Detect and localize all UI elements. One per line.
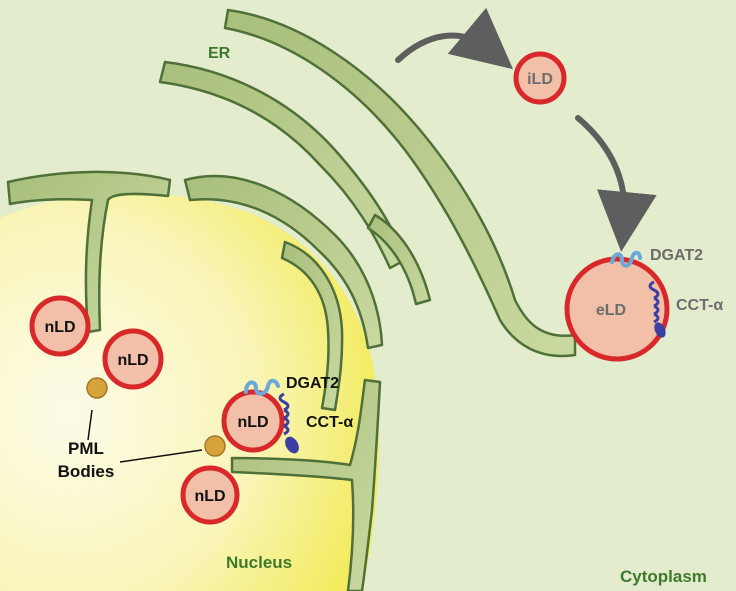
nld-label: nLD bbox=[194, 488, 225, 505]
nld-droplet-4: nLD bbox=[180, 465, 240, 525]
pml-body-icon bbox=[86, 377, 108, 399]
dgat2-protein-icon bbox=[610, 250, 642, 268]
pml-label-line1: PML bbox=[68, 439, 104, 458]
ild-label: iLD bbox=[527, 71, 553, 88]
nld-cct-label: CCT-α bbox=[306, 414, 353, 431]
nld-droplet-2: nLD bbox=[102, 328, 164, 390]
er-inner-cisterna bbox=[280, 240, 344, 412]
nld-dgat2-label: DGAT2 bbox=[286, 375, 339, 392]
cct-alpha-protein-icon bbox=[648, 280, 666, 338]
er-to-ild-arrow bbox=[395, 7, 514, 70]
nld-droplet-3: nLD bbox=[221, 389, 285, 453]
er-network bbox=[6, 8, 577, 591]
ild-droplet: iLD bbox=[513, 51, 567, 105]
eld-cct-label: CCT-α bbox=[676, 297, 723, 314]
er-label: ER bbox=[208, 45, 231, 62]
er-lower-tubule bbox=[230, 378, 382, 591]
nld-label: nLD bbox=[44, 319, 75, 336]
pml-body-icon bbox=[204, 435, 226, 457]
nucleus-label: Nucleus bbox=[226, 553, 292, 572]
pml-pointer-line bbox=[119, 449, 203, 463]
nld-droplet-1: nLD bbox=[29, 295, 91, 357]
cct-alpha-protein-icon bbox=[278, 392, 299, 454]
er-link-1 bbox=[366, 213, 432, 306]
er-third-sheet bbox=[183, 174, 384, 350]
dgat2-protein-icon bbox=[244, 378, 280, 396]
pml-pointer-line bbox=[87, 409, 93, 441]
er-outer-sheet bbox=[223, 8, 577, 358]
pml-label-line2: Bodies bbox=[58, 462, 115, 481]
ild-to-eld-arrow bbox=[575, 115, 657, 252]
er-second-sheet bbox=[158, 60, 407, 270]
eld-label: eLD bbox=[596, 302, 626, 319]
nld-label: nLD bbox=[117, 352, 148, 369]
cytoplasm-label: Cytoplasm bbox=[620, 567, 707, 586]
nld-label: nLD bbox=[237, 414, 268, 431]
er-left-tubule bbox=[6, 170, 172, 334]
eld-droplet: eLD bbox=[564, 256, 670, 362]
eld-dgat2-label: DGAT2 bbox=[650, 247, 703, 264]
